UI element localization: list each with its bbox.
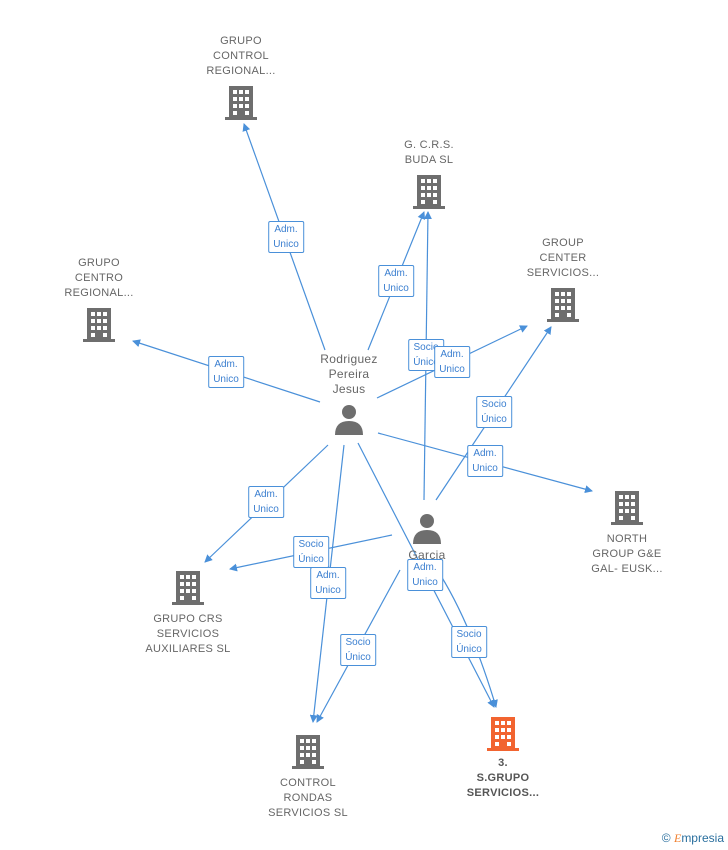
building-icon (83, 308, 115, 342)
company-node-control-rondas[interactable]: CONTROL RONDAS SERVICIOS SL (256, 734, 360, 821)
person-icon (335, 405, 363, 435)
brand-initial: E (673, 831, 682, 845)
person-label: Rodriguez Pereira Jesus (320, 352, 378, 396)
edge-label-socio-unico[interactable]: Socio Único (293, 536, 329, 568)
edge-label-adm-unico[interactable]: Adm. Unico (248, 486, 284, 518)
edge-label-socio-unico[interactable]: Socio Único (340, 634, 376, 666)
edge-label-adm-unico[interactable]: Adm. Unico (467, 445, 503, 477)
company-node-grupo-control[interactable]: GRUPO CONTROL REGIONAL... (189, 34, 293, 121)
edge-label-adm-unico[interactable]: Adm. Unico (407, 559, 443, 591)
building-icon (292, 735, 324, 769)
company-label: G. C.R.S. BUDA SL (404, 139, 454, 166)
building-icon (487, 717, 519, 751)
company-label: GRUPO CRS SERVICIOS AUXILIARES SL (145, 613, 231, 655)
edge-label-adm-unico[interactable]: Adm. Unico (378, 265, 414, 297)
person-icon (413, 514, 441, 544)
edge-label-adm-unico[interactable]: Adm. Unico (208, 356, 244, 388)
company-node-gcrs-buda[interactable]: G. C.R.S. BUDA SL (377, 138, 481, 210)
company-label: CONTROL RONDAS SERVICIOS SL (268, 777, 348, 819)
company-label: GROUP CENTER SERVICIOS... (526, 237, 600, 279)
company-label: NORTH GROUP G&E GAL- EUSK... (591, 533, 663, 575)
building-icon (225, 86, 257, 120)
company-node-north-group[interactable]: NORTH GROUP G&E GAL- EUSK... (575, 490, 679, 577)
edge-label-adm-unico[interactable]: Adm. Unico (268, 221, 304, 253)
edge-label-adm-unico[interactable]: Adm. Unico (310, 567, 346, 599)
company-node-grupo-centro[interactable]: GRUPO CENTRO REGIONAL... (47, 256, 151, 343)
edge-label-adm-unico[interactable]: Adm. Unico (434, 346, 470, 378)
building-icon (547, 288, 579, 322)
building-icon (172, 571, 204, 605)
building-icon (413, 175, 445, 209)
edge-label-socio-unico[interactable]: Socio Único (476, 396, 512, 428)
company-label: GRUPO CENTRO REGIONAL... (64, 257, 134, 299)
building-icon (611, 491, 643, 525)
company-label: GRUPO CONTROL REGIONAL... (206, 35, 276, 77)
company-node-focus[interactable]: 3. S.GRUPO SERVICIOS... (451, 716, 555, 801)
company-node-group-center[interactable]: GROUP CENTER SERVICIOS... (511, 236, 615, 323)
copyright-symbol: © (661, 831, 671, 845)
edge-label-socio-unico[interactable]: Socio Único (451, 626, 487, 658)
person-node-rodriguez[interactable]: Rodriguez Pereira Jesus (297, 352, 401, 435)
empresia-watermark: © Empresia (662, 831, 724, 846)
company-label: 3. S.GRUPO SERVICIOS... (466, 757, 540, 799)
company-node-grupo-crs[interactable]: GRUPO CRS SERVICIOS AUXILIARES SL (131, 570, 245, 657)
brand-name: mpresia (681, 831, 724, 845)
